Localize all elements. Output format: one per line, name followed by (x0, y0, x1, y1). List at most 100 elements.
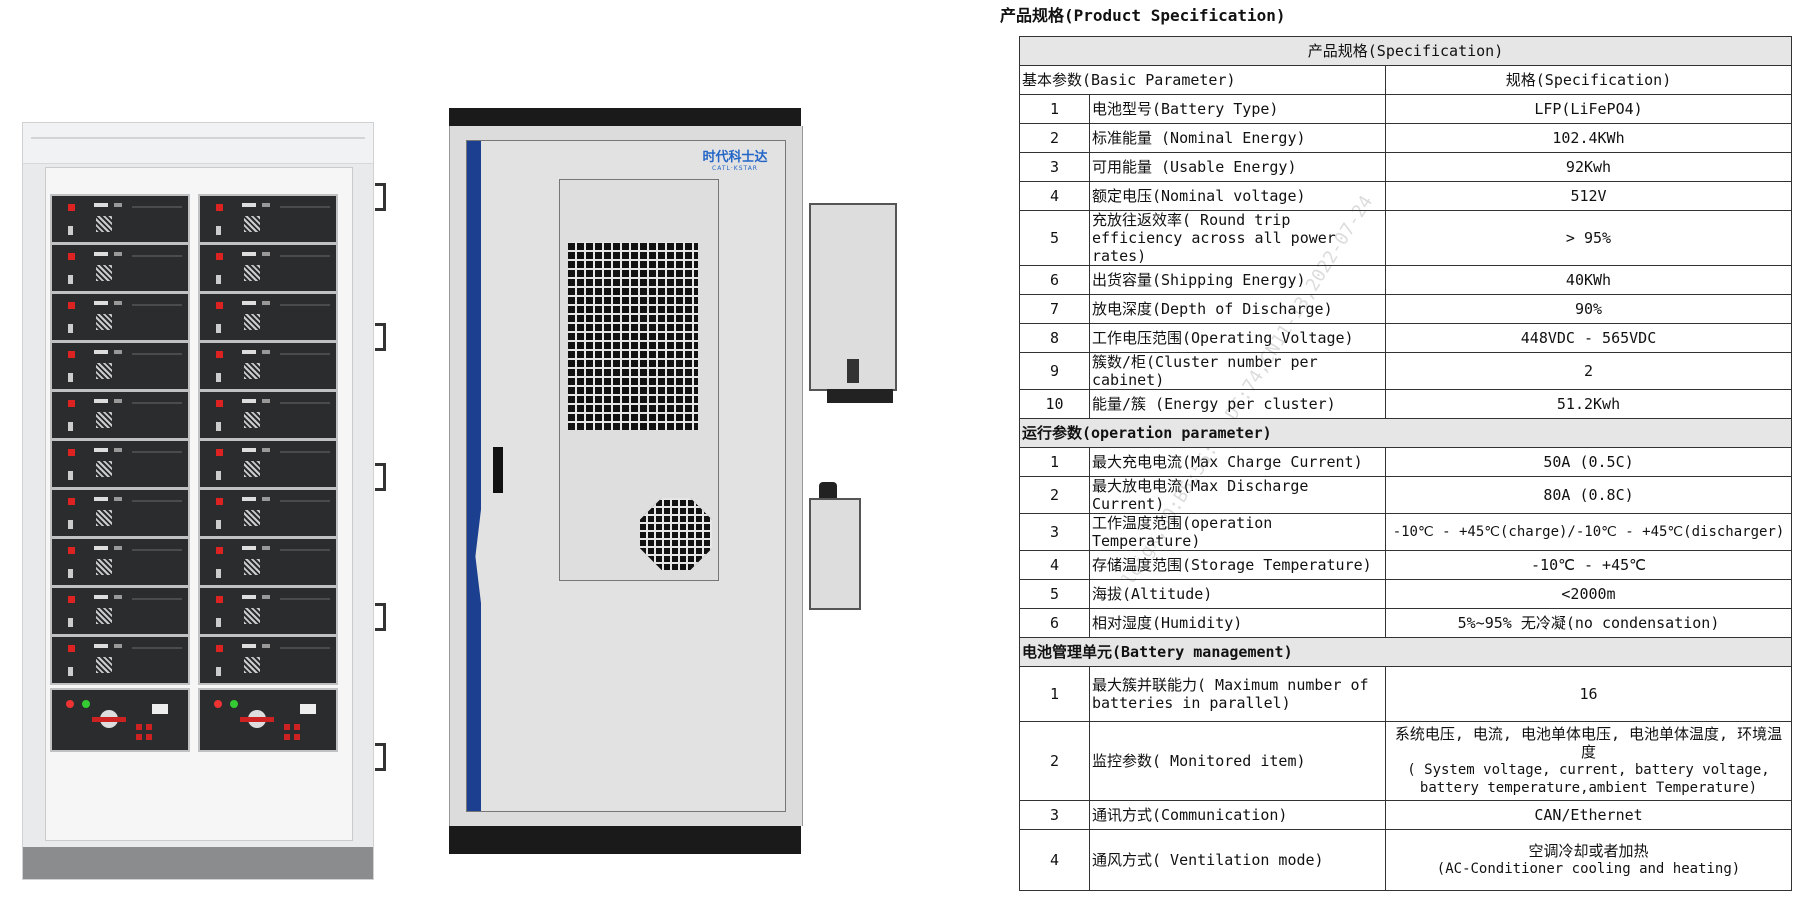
parameter-name: 最大充电电流(Max Charge Current) (1089, 447, 1386, 477)
parameter-value: 空调冷却或者加热(AC-Conditioner cooling and heat… (1385, 829, 1792, 891)
parameter-value: 512V (1385, 181, 1792, 211)
parameter-value: 2 (1385, 352, 1792, 390)
operation-section-label: 运行参数(operation parameter) (1019, 418, 1792, 448)
battery-module (50, 488, 190, 538)
bms-control-box (50, 688, 190, 752)
battery-module (50, 243, 190, 293)
battery-module (50, 537, 190, 587)
door-blue-strip (467, 141, 481, 811)
rack-interior (45, 167, 353, 841)
row-number: 2 (1019, 476, 1090, 514)
parameter-value: 92Kwh (1385, 152, 1792, 182)
parameter-value: CAN/Ethernet (1385, 800, 1792, 830)
operation-section-header: 运行参数(operation parameter) (1019, 418, 1792, 448)
cabinet-roof (449, 108, 801, 126)
row-number: 1 (1019, 666, 1090, 722)
battery-module (198, 341, 338, 391)
parameter-value-cn: 系统电压, 电流, 电池单体电压, 电池单体温度, 环境温度 (1394, 725, 1783, 761)
battery-module (198, 439, 338, 489)
row-number: 9 (1019, 352, 1090, 390)
parameter-value: 系统电压, 电流, 电池单体电压, 电池单体温度, 环境温度( System v… (1385, 721, 1792, 801)
spec-table-header: 产品规格(Specification) (1019, 36, 1792, 66)
spec-column-label: 规格(Specification) (1385, 65, 1792, 95)
bms-section-label: 电池管理单元(Battery management) (1019, 637, 1792, 667)
basic-section-label: 基本参数(Basic Parameter) (1019, 65, 1386, 95)
parameter-value: 448VDC - 565VDC (1385, 323, 1792, 353)
parameter-value: 51.2Kwh (1385, 389, 1792, 419)
row-number: 5 (1019, 579, 1090, 609)
battery-module (50, 586, 190, 636)
side-junction-box-lower (809, 482, 861, 610)
ac-fan-vent (640, 498, 712, 570)
parameter-name: 工作电压范围(Operating Voltage) (1089, 323, 1386, 353)
parameter-name: 额定电压(Nominal voltage) (1089, 181, 1386, 211)
rack-cabinet-image (22, 122, 386, 880)
parameter-name: 相对湿度(Humidity) (1089, 608, 1386, 638)
row-number: 4 (1019, 829, 1090, 891)
bms-control-box (198, 688, 338, 752)
parameter-value: 102.4KWh (1385, 123, 1792, 153)
parameter-value: 90% (1385, 294, 1792, 324)
battery-module (198, 635, 338, 685)
row-number: 6 (1019, 608, 1090, 638)
battery-module (50, 194, 190, 244)
door-handle (493, 447, 503, 493)
parameter-name: 最大簇并联能力( Maximum number of batteries in … (1089, 666, 1386, 722)
parameter-value: 5%~95% 无冷凝(no condensation) (1385, 608, 1792, 638)
air-conditioner-panel (559, 179, 719, 581)
battery-module (198, 488, 338, 538)
parameter-value: 16 (1385, 666, 1792, 722)
battery-module (198, 537, 338, 587)
basic-section-header: 基本参数(Basic Parameter) 规格(Specification) (1019, 65, 1792, 95)
parameter-value: <2000m (1385, 579, 1792, 609)
parameter-name: 海拔(Altitude) (1089, 579, 1386, 609)
battery-module (50, 292, 190, 342)
row-number: 1 (1019, 94, 1090, 124)
row-number: 2 (1019, 721, 1090, 801)
outdoor-cabinet-image: 时代科士达 CATL·KSTAR (449, 108, 897, 854)
brand-logo-cn: 时代科士达 (702, 150, 768, 165)
row-number: 3 (1019, 800, 1090, 830)
spec-page-title: 产品规格(Product Specification) (1000, 6, 1286, 25)
row-number: 8 (1019, 323, 1090, 353)
bms-section-header: 电池管理单元(Battery management) (1019, 637, 1792, 667)
parameter-name: 电池型号(Battery Type) (1089, 94, 1386, 124)
parameter-name: 放电深度(Depth of Discharge) (1089, 294, 1386, 324)
row-number: 4 (1019, 181, 1090, 211)
row-number: 5 (1019, 210, 1090, 266)
row-number: 2 (1019, 123, 1090, 153)
parameter-value: -10℃ - +45℃ (1385, 550, 1792, 580)
parameter-name: 可用能量 (Usable Energy) (1089, 152, 1386, 182)
battery-module (198, 243, 338, 293)
battery-module (50, 390, 190, 440)
side-junction-box-upper (809, 203, 897, 403)
parameter-value-cn: 空调冷却或者加热 (1528, 842, 1649, 860)
parameter-name: 工作温度范围(operation Temperature) (1089, 513, 1386, 551)
row-number: 4 (1019, 550, 1090, 580)
parameter-name: 通讯方式(Communication) (1089, 800, 1386, 830)
cabinet-door: 时代科士达 CATL·KSTAR (466, 140, 786, 812)
parameter-name: 通风方式( Ventilation mode) (1089, 829, 1386, 891)
row-number: 1 (1019, 447, 1090, 477)
parameter-name: 充放往返效率( Round trip efficiency across all… (1089, 210, 1386, 266)
parameter-name: 出货容量(Shipping Energy) (1089, 265, 1386, 295)
rack-base (23, 847, 373, 879)
battery-module (198, 292, 338, 342)
brand-logo: 时代科士达 CATL·KSTAR (699, 151, 771, 175)
parameter-value: 80A (0.8C) (1385, 476, 1792, 514)
